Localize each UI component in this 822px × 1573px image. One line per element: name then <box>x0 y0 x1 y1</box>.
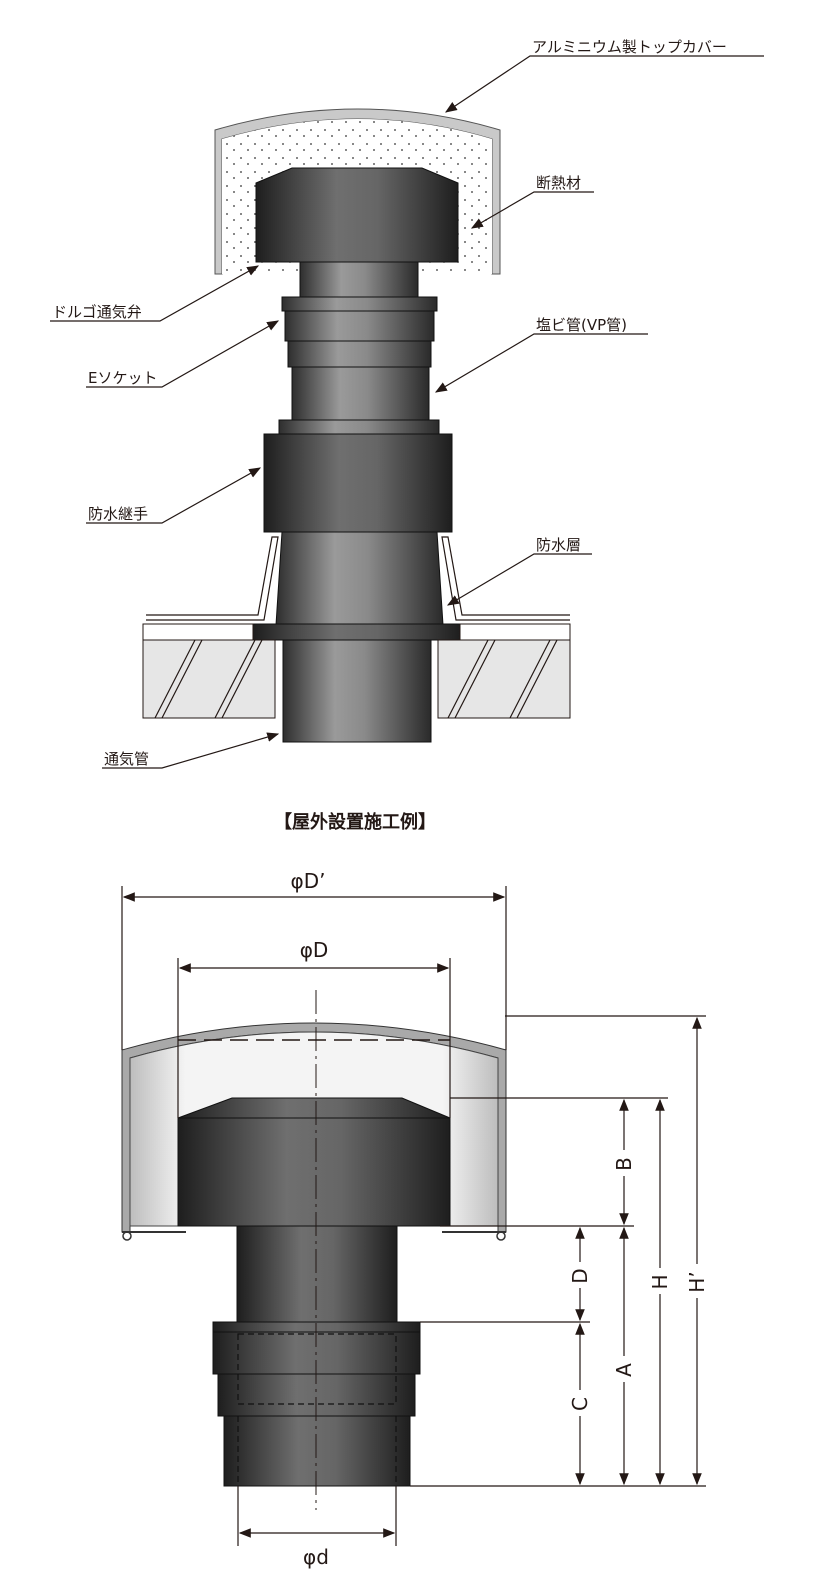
label-vent-pipe: 通気管 <box>104 750 149 768</box>
valve-head-shape <box>255 167 459 263</box>
label-phi-d-prime: φD’ <box>291 869 326 893</box>
figure-caption: 【屋外設置施工例】 <box>274 811 436 833</box>
installation-example-figure: アルミニウム製トップカバー 断熱材 ドルゴ通気弁 Eソケット 塩ビ管(VP管) … <box>50 38 764 833</box>
label-h: H <box>648 1274 672 1289</box>
label-pvc-pipe: 塩ビ管(VP管) <box>536 316 627 334</box>
label-h-prime: H’ <box>685 1271 709 1292</box>
label-joint: 防水継手 <box>88 505 148 523</box>
label-top-cover: アルミニウム製トップカバー <box>532 38 727 56</box>
label-socket: Eソケット <box>88 369 157 387</box>
label-d: D <box>568 1268 592 1283</box>
dimension-figure: φD’ φD φd B D C A <box>121 869 709 1569</box>
leader-lines <box>50 55 764 769</box>
label-phi-d: φD <box>300 938 329 962</box>
label-valve: ドルゴ通気弁 <box>52 303 142 321</box>
dimension-valve-head <box>177 1097 451 1227</box>
label-a: A <box>612 1363 636 1377</box>
label-insulation: 断熱材 <box>536 174 581 192</box>
label-waterproof-layer: 防水層 <box>536 536 581 554</box>
label-b: B <box>612 1157 636 1171</box>
label-phi-d-small: φd <box>303 1545 329 1569</box>
label-c: C <box>568 1397 592 1411</box>
